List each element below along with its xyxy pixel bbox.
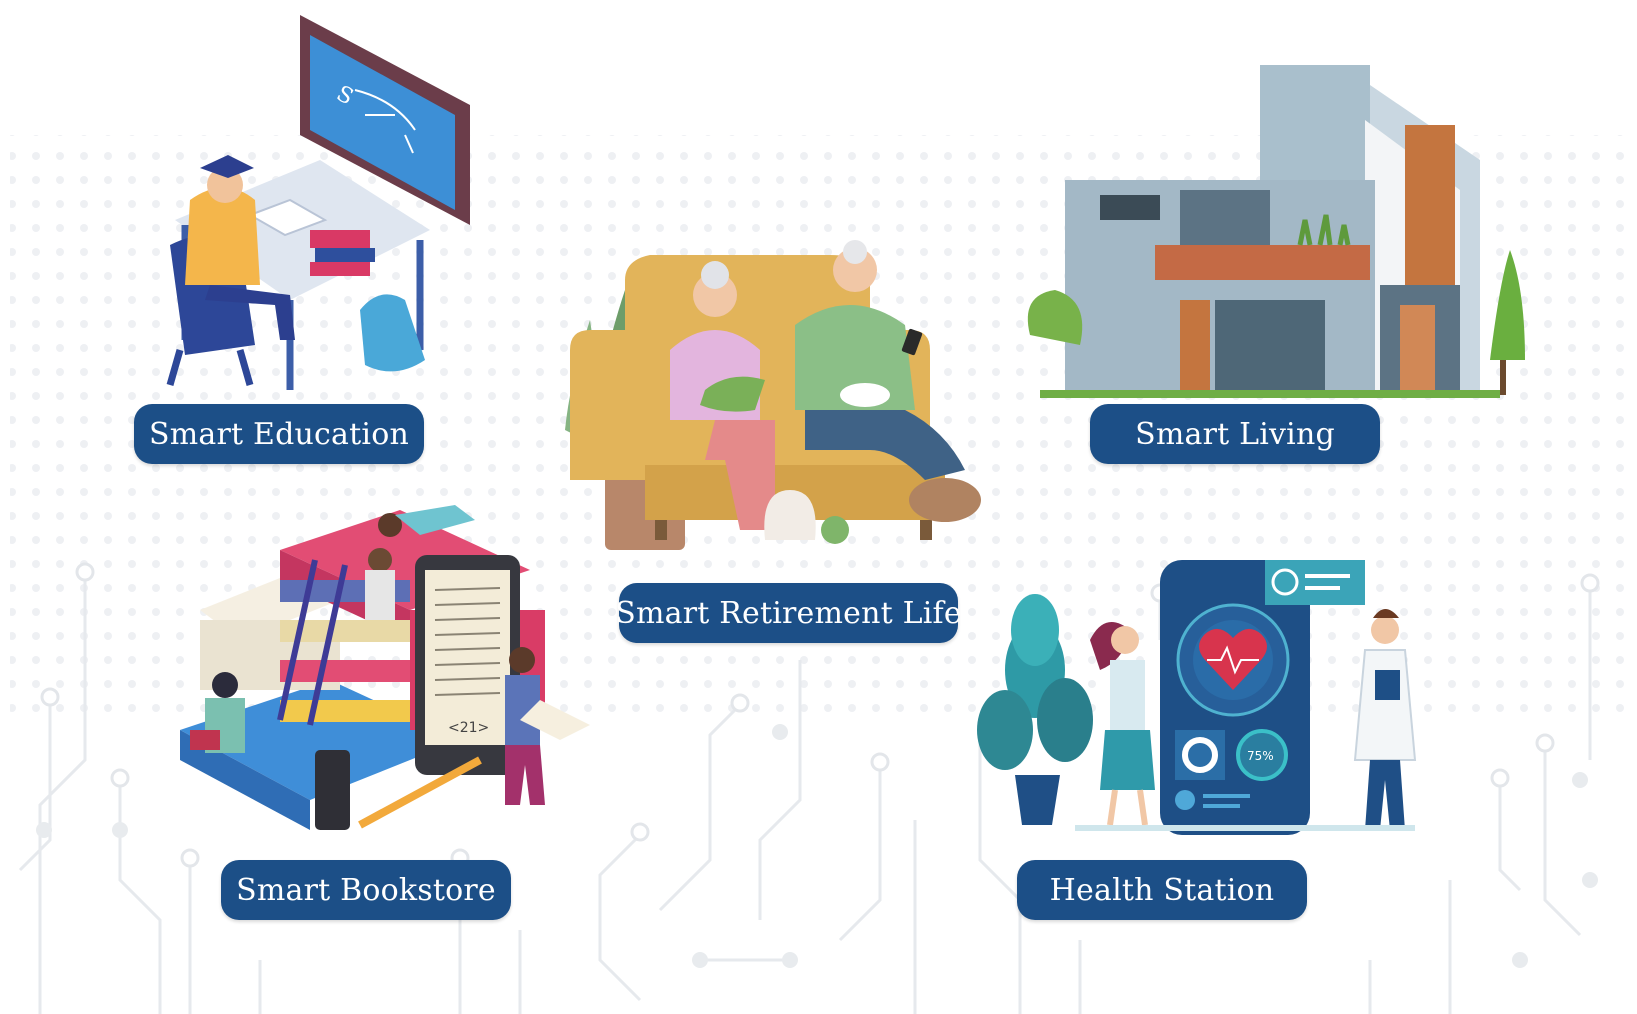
doctor-head — [1371, 616, 1399, 644]
front-door — [1400, 305, 1435, 390]
woman-skirt — [1100, 730, 1155, 790]
backpack — [360, 294, 425, 372]
plant-pot — [1015, 775, 1060, 825]
donut-chart-icon — [1182, 737, 1218, 773]
grandma-skirt — [705, 420, 775, 530]
circuit-dots — [36, 724, 1598, 968]
grandma-head — [693, 273, 737, 317]
retirement-illustration — [565, 240, 981, 550]
grandpa-sweater — [795, 305, 915, 410]
graduation-cap-icon — [200, 155, 254, 178]
pencil — [358, 756, 482, 829]
health-station-label[interactable]: Health Station — [1017, 860, 1307, 920]
open-book — [247, 198, 328, 237]
upper-window — [1180, 190, 1270, 250]
smart-education-label[interactable]: Smart Education — [134, 404, 424, 464]
knitting — [700, 376, 765, 412]
education-illustration: S — [166, 15, 470, 390]
grandpa-trousers — [805, 410, 965, 480]
profile-card — [1265, 560, 1365, 605]
footstool — [909, 478, 981, 522]
woman-top — [1110, 660, 1145, 730]
cat-lap — [840, 383, 890, 407]
smart-retirement-life-label[interactable]: Smart Retirement Life — [615, 583, 962, 643]
cat-floor — [764, 490, 816, 540]
circuit-nodes — [40, 562, 1600, 868]
phone-icon — [901, 328, 923, 356]
doctor-coat — [1353, 649, 1417, 761]
balcony — [1155, 245, 1370, 280]
standing-reader-head — [509, 647, 535, 673]
grandpa-head — [833, 248, 877, 292]
reader-top-head — [378, 513, 402, 537]
user-icon — [1271, 568, 1299, 596]
sitting-reader-head — [212, 672, 238, 698]
book-stack — [310, 230, 370, 248]
smart-bookstore-label[interactable]: Smart Bookstore — [221, 860, 511, 920]
smart-living-label[interactable]: Smart Living — [1090, 404, 1380, 464]
chalkboard — [310, 35, 455, 210]
tree-right — [1490, 250, 1525, 360]
bush-left — [1027, 290, 1083, 345]
student-head — [207, 167, 243, 203]
yarn-ball — [821, 516, 849, 544]
ladder — [277, 559, 318, 721]
living-illustration — [1027, 65, 1525, 398]
health-percent: 75% — [1247, 749, 1274, 763]
tablet-page-number: <21> — [448, 720, 489, 736]
clipboard — [1375, 670, 1400, 700]
health-illustration: 75% — [977, 560, 1417, 835]
phone-icon — [315, 750, 350, 830]
heart-icon — [1199, 628, 1267, 690]
bookstore-illustration: <21> — [180, 505, 590, 830]
student-shirt — [185, 187, 260, 285]
glass-door — [1215, 300, 1325, 395]
